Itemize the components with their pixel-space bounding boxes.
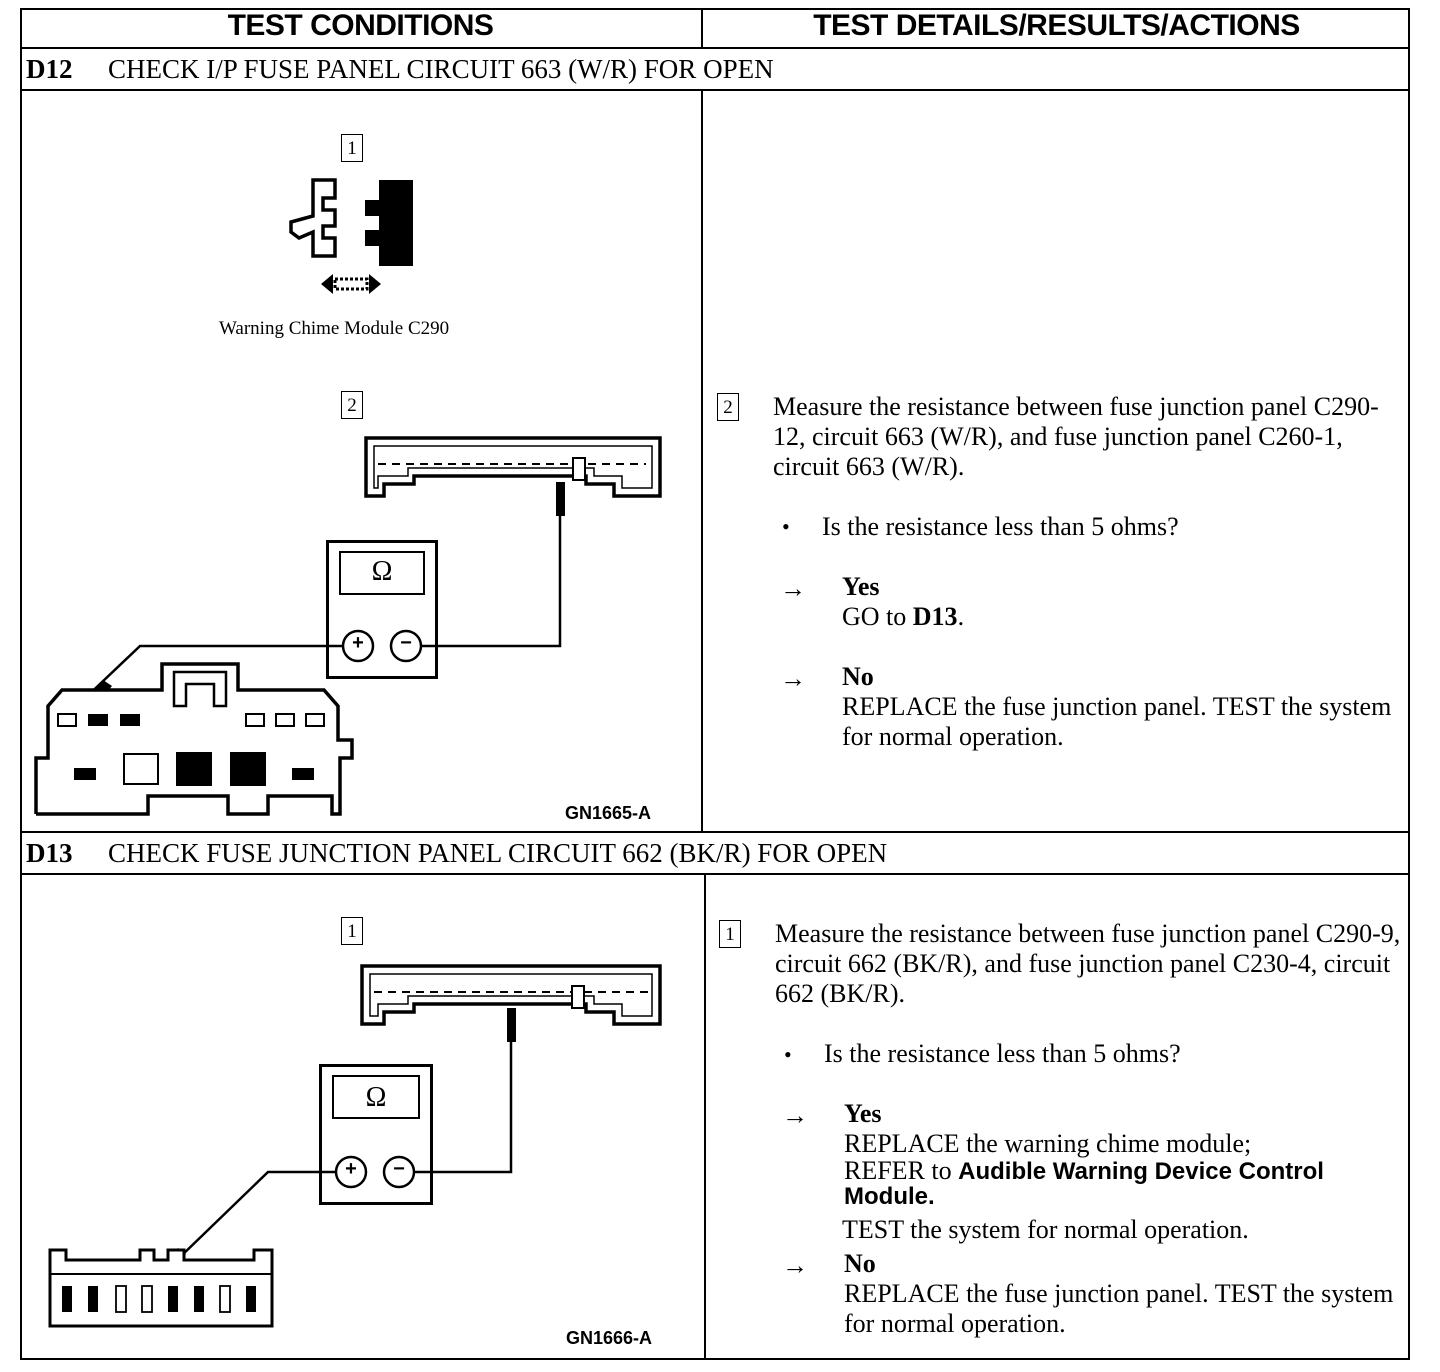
d12-step-title: D12 CHECK I/P FUSE PANEL CIRCUIT 663 (W/R… [26, 54, 774, 85]
answer-no: No REPLACE the fuse junction panel. TEST… [844, 1249, 1404, 1339]
ohmmeter [326, 540, 438, 679]
d13-step-title: D13 CHECK FUSE JUNCTION PANEL CIRCUIT 662… [26, 838, 887, 869]
refer-prefix: REFER to [844, 1156, 952, 1185]
answer-action-end: . [957, 602, 965, 631]
positive-terminal: + [352, 632, 364, 654]
d13-column-divider [704, 873, 706, 1360]
detail-question: Is the resistance less than 5 ohms? [822, 512, 1179, 541]
answer-action: REPLACE the warning chime module; [844, 1129, 1252, 1158]
refer-target: Audible Warning Device Control Module. [844, 1158, 1324, 1210]
d13-title-divider [20, 873, 1410, 875]
ohm-symbol: Ω [371, 556, 393, 587]
fuse-junction-connector-c230 [360, 964, 662, 1026]
warning-chime-connector-diagram [289, 178, 413, 294]
step-id: D12 [26, 54, 73, 84]
answer-label: Yes [842, 572, 880, 601]
d13-top-divider [20, 831, 1410, 833]
test-details-header: TEST DETAILS/RESULTS/ACTIONS [813, 9, 1300, 42]
header-column-divider [701, 8, 703, 48]
arrow-icon: → [782, 1251, 808, 1280]
callout-1: 1 [341, 134, 363, 162]
positive-terminal: + [345, 1158, 357, 1180]
negative-terminal: − [393, 1158, 405, 1180]
test-conditions-header: TEST CONDITIONS [227, 9, 494, 42]
d12-column-divider [701, 89, 703, 832]
arrow-icon: → [782, 1101, 808, 1130]
detail-step-number: 2 [717, 393, 739, 421]
answer-label: No [842, 662, 874, 691]
detail-question: Is the resistance less than 5 ohms? [824, 1039, 1181, 1068]
callout-2: 2 [341, 391, 363, 419]
bullet-icon: • [784, 1042, 792, 1067]
arrow-icon: → [780, 574, 806, 603]
answer-yes: Yes GO to D13. [842, 572, 964, 632]
answer-action-2: TEST the system for normal operation. [842, 1215, 1249, 1244]
detail-instruction: Measure the resistance between fuse junc… [775, 919, 1401, 1008]
ohm-symbol: Ω [365, 1082, 387, 1113]
answer-label: No [844, 1249, 876, 1278]
ohmmeter [319, 1064, 433, 1205]
answer-label: Yes [844, 1099, 882, 1128]
figure-caption: Warning Chime Module C290 [219, 318, 450, 339]
d12-title-divider [20, 89, 1410, 91]
negative-terminal: − [400, 632, 412, 654]
step-title-text: CHECK FUSE JUNCTION PANEL CIRCUIT 662 (B… [108, 838, 888, 868]
bullet-icon: • [782, 514, 790, 539]
warning-chime-module-connector-c290 [34, 662, 354, 816]
figure-id: GN1665-A [565, 803, 652, 823]
answer-action: REPLACE the fuse junction panel. TEST th… [842, 692, 1392, 751]
answer-yes: Yes REPLACE the warning chime module; RE… [842, 1099, 1404, 1245]
answer-action: REPLACE the fuse junction panel. TEST th… [844, 1279, 1394, 1338]
diagnostic-table [20, 8, 1410, 1360]
step-title-text: CHECK I/P FUSE PANEL CIRCUIT 663 (W/R) F… [108, 54, 774, 84]
warning-chime-module-connector-bottom [48, 1248, 274, 1328]
detail-step-number: 1 [719, 920, 741, 948]
figure-id: GN1666-A [566, 1328, 653, 1348]
answer-no: No REPLACE the fuse junction panel. TEST… [842, 662, 1402, 752]
step-id: D13 [26, 838, 73, 868]
header-divider [20, 47, 1410, 49]
test-leads [147, 1008, 516, 1289]
arrow-icon: → [780, 664, 806, 693]
answer-action: GO to [842, 602, 913, 631]
callout-1: 1 [341, 917, 363, 945]
fuse-junction-connector-c260 [364, 436, 662, 498]
detail-instruction: Measure the resistance between fuse junc… [773, 392, 1379, 481]
goto-step-ref: D13 [912, 602, 958, 631]
